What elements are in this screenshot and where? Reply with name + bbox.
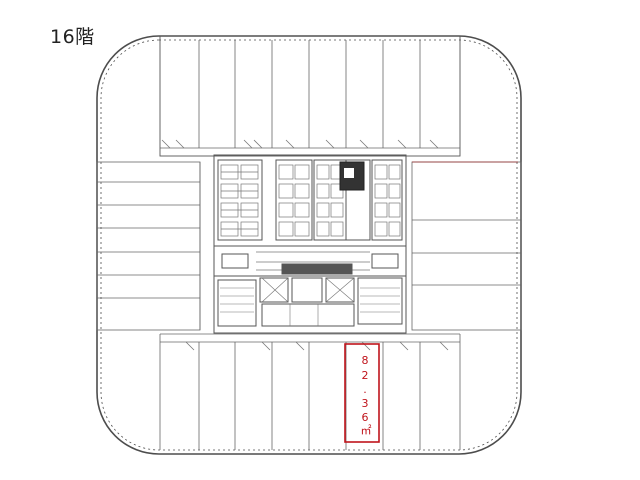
unit-area-char: ㎡ [361,424,372,437]
floor-label: 16階 [50,26,95,48]
unit-area-char: 2 [362,369,369,382]
office-boundary [159,35,461,157]
left-wing [96,161,201,331]
top-divisions [160,40,460,157]
highlighted-unit[interactable]: 8 2 . 3 6 ㎡ [344,343,380,443]
unit-area-char: 3 [362,397,369,410]
bottom-divisions [159,333,461,450]
unit-area-char: 8 [362,354,369,367]
building-core [213,154,407,334]
unit-outline[interactable] [344,343,380,443]
right-wing [411,161,522,331]
unit-area-char: 6 [362,411,369,424]
unit-area-char: . [363,383,367,396]
